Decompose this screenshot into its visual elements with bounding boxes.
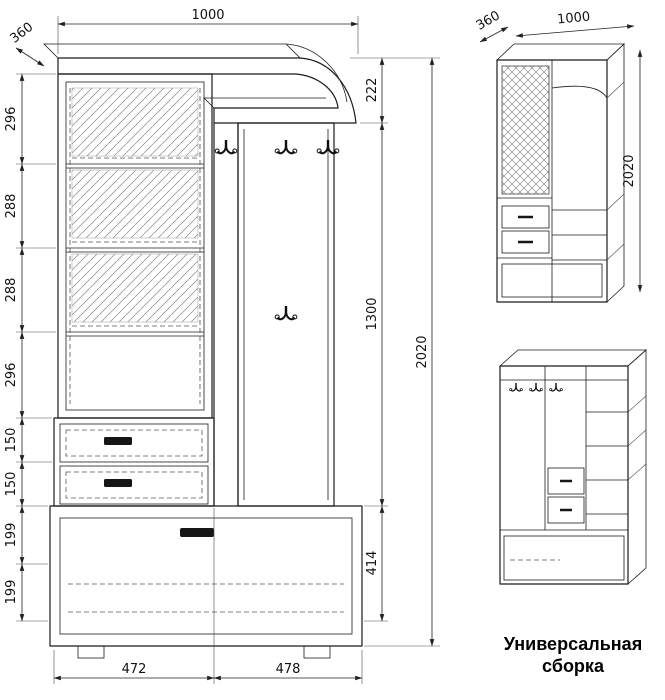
dimension-bottom-chain: 472 478 <box>53 508 363 684</box>
mirror-panel <box>71 87 199 157</box>
coat-panel <box>213 122 335 507</box>
dimensions-front: 1000 360 296 288 288 296 150 150 199 199 <box>4 8 440 684</box>
mirror-cabinet <box>57 73 213 419</box>
dim-label-left-3: 288 <box>4 278 19 303</box>
coat-hook <box>508 382 524 392</box>
coat-hook <box>528 382 544 392</box>
iso-view-alt <box>498 349 648 585</box>
caption-line-2: сборка <box>542 656 605 676</box>
dimension-right-chain: 222 1300 414 2020 <box>350 57 440 647</box>
dimension-top-depth: 360 <box>7 20 45 67</box>
dim-label-bottom-right: 478 <box>276 662 301 677</box>
dim-label-left-5: 150 <box>4 428 19 453</box>
hat-shelf <box>203 97 357 124</box>
coat-hook <box>548 382 564 392</box>
front-elevation <box>43 43 363 659</box>
dim-label-left-1: 296 <box>4 107 19 132</box>
dim-label-overall-height: 2020 <box>415 335 430 368</box>
dim-label-left-4: 296 <box>4 363 19 388</box>
dim-label-left-2: 288 <box>4 194 19 219</box>
dim-label-right-upper: 222 <box>365 78 380 103</box>
dim-label-left-8: 199 <box>4 580 19 605</box>
iso-mirror-panel <box>501 65 550 195</box>
dim-label-top-depth: 360 <box>7 20 36 47</box>
dim-label-bottom-left: 472 <box>122 662 147 677</box>
caption-line-1: Универсальная <box>504 634 642 654</box>
dim-label-iso-width: 1000 <box>557 10 591 28</box>
cabinet-foot <box>303 645 331 659</box>
drawer-handle <box>104 437 132 445</box>
dim-label-right-middle: 1300 <box>365 297 380 330</box>
cabinet-foot <box>77 645 105 659</box>
dim-label-left-7: 199 <box>4 523 19 548</box>
dim-label-right-lower: 414 <box>365 551 380 576</box>
coat-hook <box>274 138 298 155</box>
dimensions-iso: 360 1000 2020 <box>474 8 643 293</box>
coat-hook <box>274 304 298 321</box>
dim-label-iso-depth: 360 <box>474 8 503 33</box>
coat-hook <box>213 138 239 155</box>
bottom-cabinet <box>49 505 363 659</box>
flap-handle <box>180 528 214 537</box>
dimension-left-chain: 296 288 288 296 150 150 199 199 <box>4 73 56 622</box>
dim-label-left-6: 150 <box>4 472 19 497</box>
iso-view-assembled: 360 1000 2020 <box>474 8 643 303</box>
drawer-handle <box>104 479 132 487</box>
dim-label-iso-height: 2020 <box>622 154 637 187</box>
dimension-top-width: 1000 <box>57 8 359 54</box>
assembly-caption: Универсальная сборка <box>504 634 642 676</box>
drawer-unit <box>53 417 215 507</box>
dim-label-top-width: 1000 <box>191 8 224 23</box>
